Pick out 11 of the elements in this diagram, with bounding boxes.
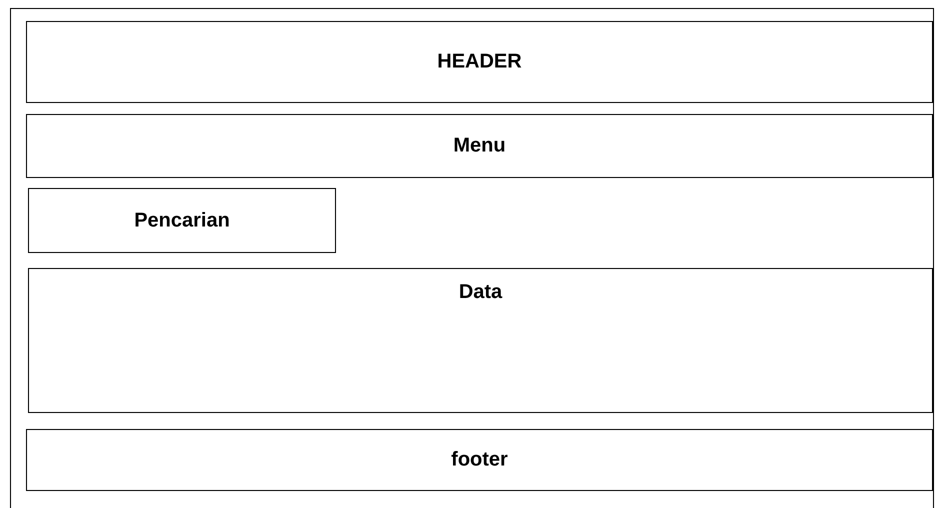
- section-label: Pencarian: [134, 209, 230, 232]
- section-label: Menu: [453, 134, 506, 158]
- page-frame: [10, 8, 934, 508]
- section-label: HEADER: [437, 50, 522, 74]
- header-box: [26, 21, 933, 103]
- search-box: [28, 188, 336, 253]
- content-box: [28, 268, 933, 413]
- section-label: Data: [458, 281, 502, 304]
- menu-box: [26, 114, 933, 178]
- section-label: footer: [451, 448, 508, 472]
- footer-box: [26, 429, 933, 491]
